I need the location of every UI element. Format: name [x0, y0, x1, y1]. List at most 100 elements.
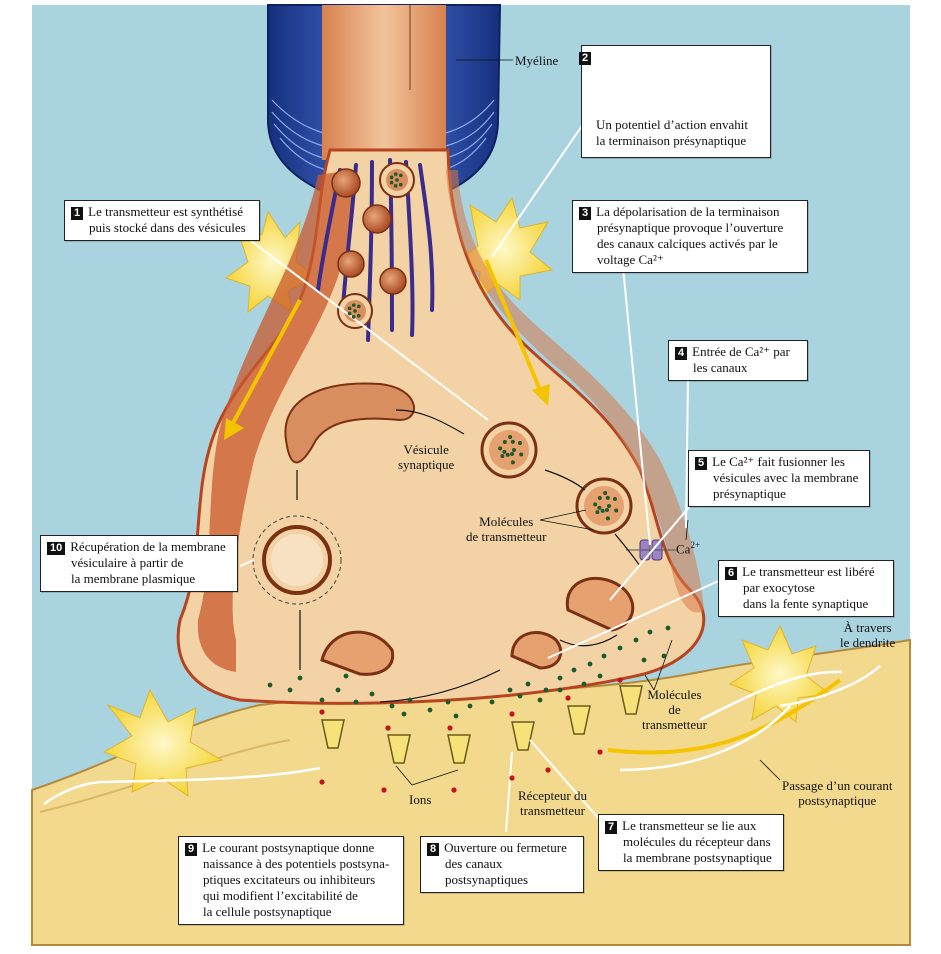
label-molecules-inner: Molécules de transmetteur	[466, 514, 547, 544]
transmitter-molecule	[502, 440, 507, 445]
transmitter-molecule	[605, 516, 610, 521]
transmitter-molecule	[357, 304, 361, 309]
callout-leaders	[225, 116, 735, 833]
transmitter-molecule	[593, 502, 598, 507]
transmitter-molecule	[612, 497, 617, 502]
transmitter-molecule	[507, 687, 513, 693]
ion	[509, 711, 515, 717]
ion	[617, 677, 623, 683]
transmitter-molecule	[389, 175, 394, 180]
transmitter-molecule	[445, 699, 451, 705]
label-vesicle: Vésicule synaptique	[398, 442, 455, 472]
transmitter-molecule	[661, 653, 667, 659]
flash-lower-right	[728, 624, 832, 723]
transmitter-molecule	[605, 507, 610, 512]
transmitter-molecule	[319, 697, 325, 703]
transmitter-molecule	[633, 637, 639, 643]
transmitter-molecule	[587, 661, 593, 667]
ion	[509, 775, 515, 781]
ion	[597, 749, 603, 755]
upper-vesicles	[331, 162, 415, 329]
transmitter-molecule	[393, 184, 398, 188]
transmitter-molecule	[395, 178, 399, 182]
transmitter-molecule	[557, 687, 563, 693]
transmitter-molecule	[537, 697, 543, 703]
step-10-number: 10	[47, 542, 66, 555]
transmitter-molecule	[614, 508, 619, 513]
ion	[545, 767, 551, 773]
recovery-vesicle	[252, 515, 342, 605]
postsynaptic-flow-arrows	[43, 665, 881, 806]
transmitter-molecule	[595, 510, 600, 515]
label-dendrite: À travers le dendrite	[840, 620, 896, 650]
step-2-number: 2	[579, 52, 592, 65]
step-9-number: 9	[185, 843, 198, 856]
step-5-number: 5	[695, 457, 708, 470]
transmitter-vesicles	[480, 421, 633, 535]
label-leaders	[395, 59, 781, 786]
transmitter-molecule	[581, 681, 587, 687]
transmitter-molecule	[335, 687, 341, 693]
transmitter-molecule	[641, 657, 647, 663]
label-calcium: Ca2+	[676, 540, 701, 557]
transmitter-molecule	[519, 452, 524, 457]
transmitter-molecule	[557, 675, 563, 681]
pathway-arrows	[296, 409, 641, 703]
transmitter-molecule	[401, 711, 407, 717]
transmitter-molecule	[617, 645, 623, 651]
transmitter-molecule	[267, 682, 273, 688]
transmitter-molecule	[600, 508, 605, 513]
transmitter-molecules	[267, 172, 671, 719]
transmitter-molecule	[517, 441, 522, 446]
ion	[565, 695, 571, 701]
organelle	[284, 382, 415, 464]
terminal-shading-right	[446, 170, 704, 613]
label-postsynaptic-current: Passage d’un courant postsynaptique	[782, 778, 893, 808]
step-7-number: 7	[605, 821, 618, 834]
transmitter-molecule	[369, 691, 375, 697]
transmitter-molecule	[399, 173, 403, 178]
transmitter-molecule	[353, 309, 357, 313]
step-1-number: 1	[71, 207, 84, 220]
transmitter-molecule	[351, 303, 356, 307]
transmitter-molecule	[543, 687, 549, 693]
transmitter-molecule	[510, 451, 515, 456]
transmitter-molecule	[498, 446, 503, 451]
flash-lower-left	[102, 688, 224, 798]
transmitter-molecule	[398, 182, 403, 187]
axon	[322, 5, 446, 160]
transmitter-molecule	[287, 687, 293, 693]
transmitter-molecule	[297, 675, 303, 681]
transmitter-molecule	[353, 699, 359, 705]
label-myelin: Myéline	[515, 53, 559, 68]
transmitter-molecule	[607, 504, 611, 508]
label-ions: Ions	[409, 792, 432, 807]
transmitter-molecule	[597, 505, 602, 510]
transmitter-molecule	[389, 180, 394, 185]
transmitter-molecule	[453, 713, 459, 719]
transmitter-molecule	[427, 707, 433, 713]
transmitter-molecule	[510, 460, 515, 465]
transmitter-molecule	[505, 452, 510, 457]
ion	[319, 779, 325, 785]
transmitter-molecule	[601, 653, 607, 659]
transmitter-molecule	[500, 454, 505, 459]
transmitter-molecule	[597, 496, 602, 501]
step-6-number: 6	[725, 567, 738, 580]
transmitter-molecule	[571, 667, 577, 673]
current-arrowheads	[224, 384, 550, 440]
transmitter-molecule	[356, 313, 361, 318]
ion	[381, 787, 387, 793]
ion	[447, 725, 453, 731]
ion	[385, 725, 391, 731]
ion	[451, 787, 457, 793]
receptors	[321, 685, 643, 764]
